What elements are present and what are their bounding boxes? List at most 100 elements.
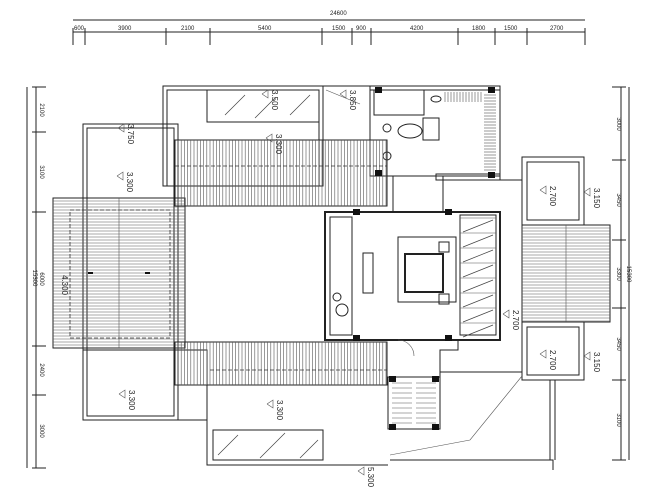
structural-columns: [353, 87, 495, 430]
bedroom-balcony-glass: [459, 214, 497, 336]
top-skylight-glass: [206, 89, 320, 123]
top-dimension-chain: 24600 600 3900 2100 5400 1500 900 4200 1…: [72, 11, 586, 45]
glass-hatch: [462, 264, 494, 278]
toilet: [430, 95, 442, 103]
bottom-skylight-glass: [212, 429, 324, 461]
top-dim-8: 1800: [472, 26, 486, 32]
right-dim-4: 3450: [615, 337, 621, 351]
top-dim-2: 3900: [118, 26, 132, 32]
shower-room: [373, 89, 425, 116]
column: [375, 170, 382, 176]
elevation-bedroom-side: 2.700: [511, 310, 520, 331]
elevation-marker-icon: [539, 185, 547, 195]
column: [353, 209, 360, 215]
top-dim-9: 1500: [504, 26, 518, 32]
top-dim-3: 2100: [181, 26, 195, 32]
door-swing: [397, 339, 415, 357]
top-dim-1: 600: [74, 26, 85, 32]
glass-hatch: [462, 279, 494, 293]
elevation-marker-icon: [502, 309, 510, 319]
top-dim-10: 2700: [550, 26, 564, 32]
elevation-left-roof: 4.300: [60, 275, 69, 296]
glass-hatch: [259, 432, 286, 459]
top-total-dimension: 24600: [330, 11, 347, 17]
elevation-marker-icon: [539, 349, 547, 359]
glass-hatch: [289, 94, 311, 116]
elevation-marker-icon: [266, 399, 274, 409]
elevation-labels: 3.500 3.850 3.750 3.300 3.300 4.300 3.30…: [60, 90, 601, 488]
tv-cabinet: [362, 252, 374, 294]
top-dim-6: 900: [356, 26, 367, 32]
elevation-bottom-terrace: 3.300: [275, 400, 284, 421]
upper-room: [162, 85, 324, 187]
right-dimension-chain: 15300 3000 3450 3300 3450 3100: [612, 86, 631, 461]
elevation-marker-icon: [261, 89, 269, 99]
bathtub: [397, 123, 423, 139]
left-dim-4: 2400: [38, 363, 44, 377]
elevation-upper-room: 3.300: [274, 134, 283, 155]
left-dim-2: 3100: [38, 165, 44, 179]
right-dim-3: 3300: [615, 267, 621, 281]
column: [445, 335, 452, 341]
glass-hatch: [462, 294, 494, 308]
right-dim-1: 3000: [615, 117, 621, 131]
glass-hatch: [462, 324, 494, 338]
top-dim-4: 5400: [258, 26, 272, 32]
column: [375, 87, 382, 93]
wardrobe: [329, 216, 353, 336]
elevation-right-lower-box: 2.700: [548, 350, 557, 371]
column: [488, 172, 495, 178]
elevation-top-right: 3.850: [348, 90, 357, 111]
glass-hatch: [299, 439, 319, 459]
glass-hatch: [462, 234, 494, 248]
right-roof: [521, 224, 611, 323]
elevation-bottom-entry: 5.300: [366, 467, 375, 488]
glass-hatch: [462, 249, 494, 263]
elevation-right-upper-outer: 3.150: [592, 188, 601, 209]
right-dim-5: 3100: [615, 413, 621, 427]
elevation-marker-icon: [116, 171, 124, 181]
elevation-marker-icon: [339, 89, 347, 99]
elevation-right-upper-box: 2.700: [548, 186, 557, 207]
elevation-marker-icon: [583, 187, 591, 197]
left-terrace-outline: [82, 123, 179, 421]
left-dim-3: 6000: [38, 272, 44, 286]
glass-hatch: [254, 97, 276, 119]
column: [389, 424, 396, 430]
column: [432, 376, 439, 382]
left-dim-1: 2100: [38, 103, 44, 117]
walls: [82, 85, 585, 470]
top-dim-5: 1500: [332, 26, 346, 32]
left-total-dimension: 15300: [31, 270, 37, 287]
bed-area: [397, 236, 457, 303]
column: [432, 424, 439, 430]
elevation-marker-icon: [357, 466, 365, 476]
staircase: [387, 376, 441, 430]
top-dim-7: 4200: [410, 26, 424, 32]
left-dim-5: 3000: [38, 424, 44, 438]
left-dimension-chain: 15300 2100 3100 6000 2400 3000: [26, 86, 46, 469]
glass-hatch: [224, 94, 246, 116]
bottom-roof: [174, 341, 388, 386]
elevation-left-upper-wall: 3.750: [126, 124, 135, 145]
glass-hatch: [462, 309, 494, 323]
elevation-marker-icon: [118, 389, 126, 399]
column: [488, 87, 495, 93]
elevation-left-lower-terrace: 3.300: [127, 390, 136, 411]
master-bedroom: [324, 211, 501, 341]
left-roof: [52, 197, 186, 349]
elevation-marker-icon: [583, 351, 591, 361]
sink: [382, 123, 392, 133]
elevation-left-upper-terrace: 3.300: [125, 172, 134, 193]
right-total-dimension: 15300: [625, 266, 631, 283]
column: [445, 209, 452, 215]
column: [389, 376, 396, 382]
glass-hatch: [462, 219, 494, 233]
elevation-marker-icon: [117, 123, 125, 133]
nightstand: [438, 293, 450, 305]
right-dim-2: 3450: [615, 193, 621, 207]
glass-hatch: [217, 434, 239, 456]
nightstand: [438, 241, 450, 253]
bed: [404, 253, 444, 293]
